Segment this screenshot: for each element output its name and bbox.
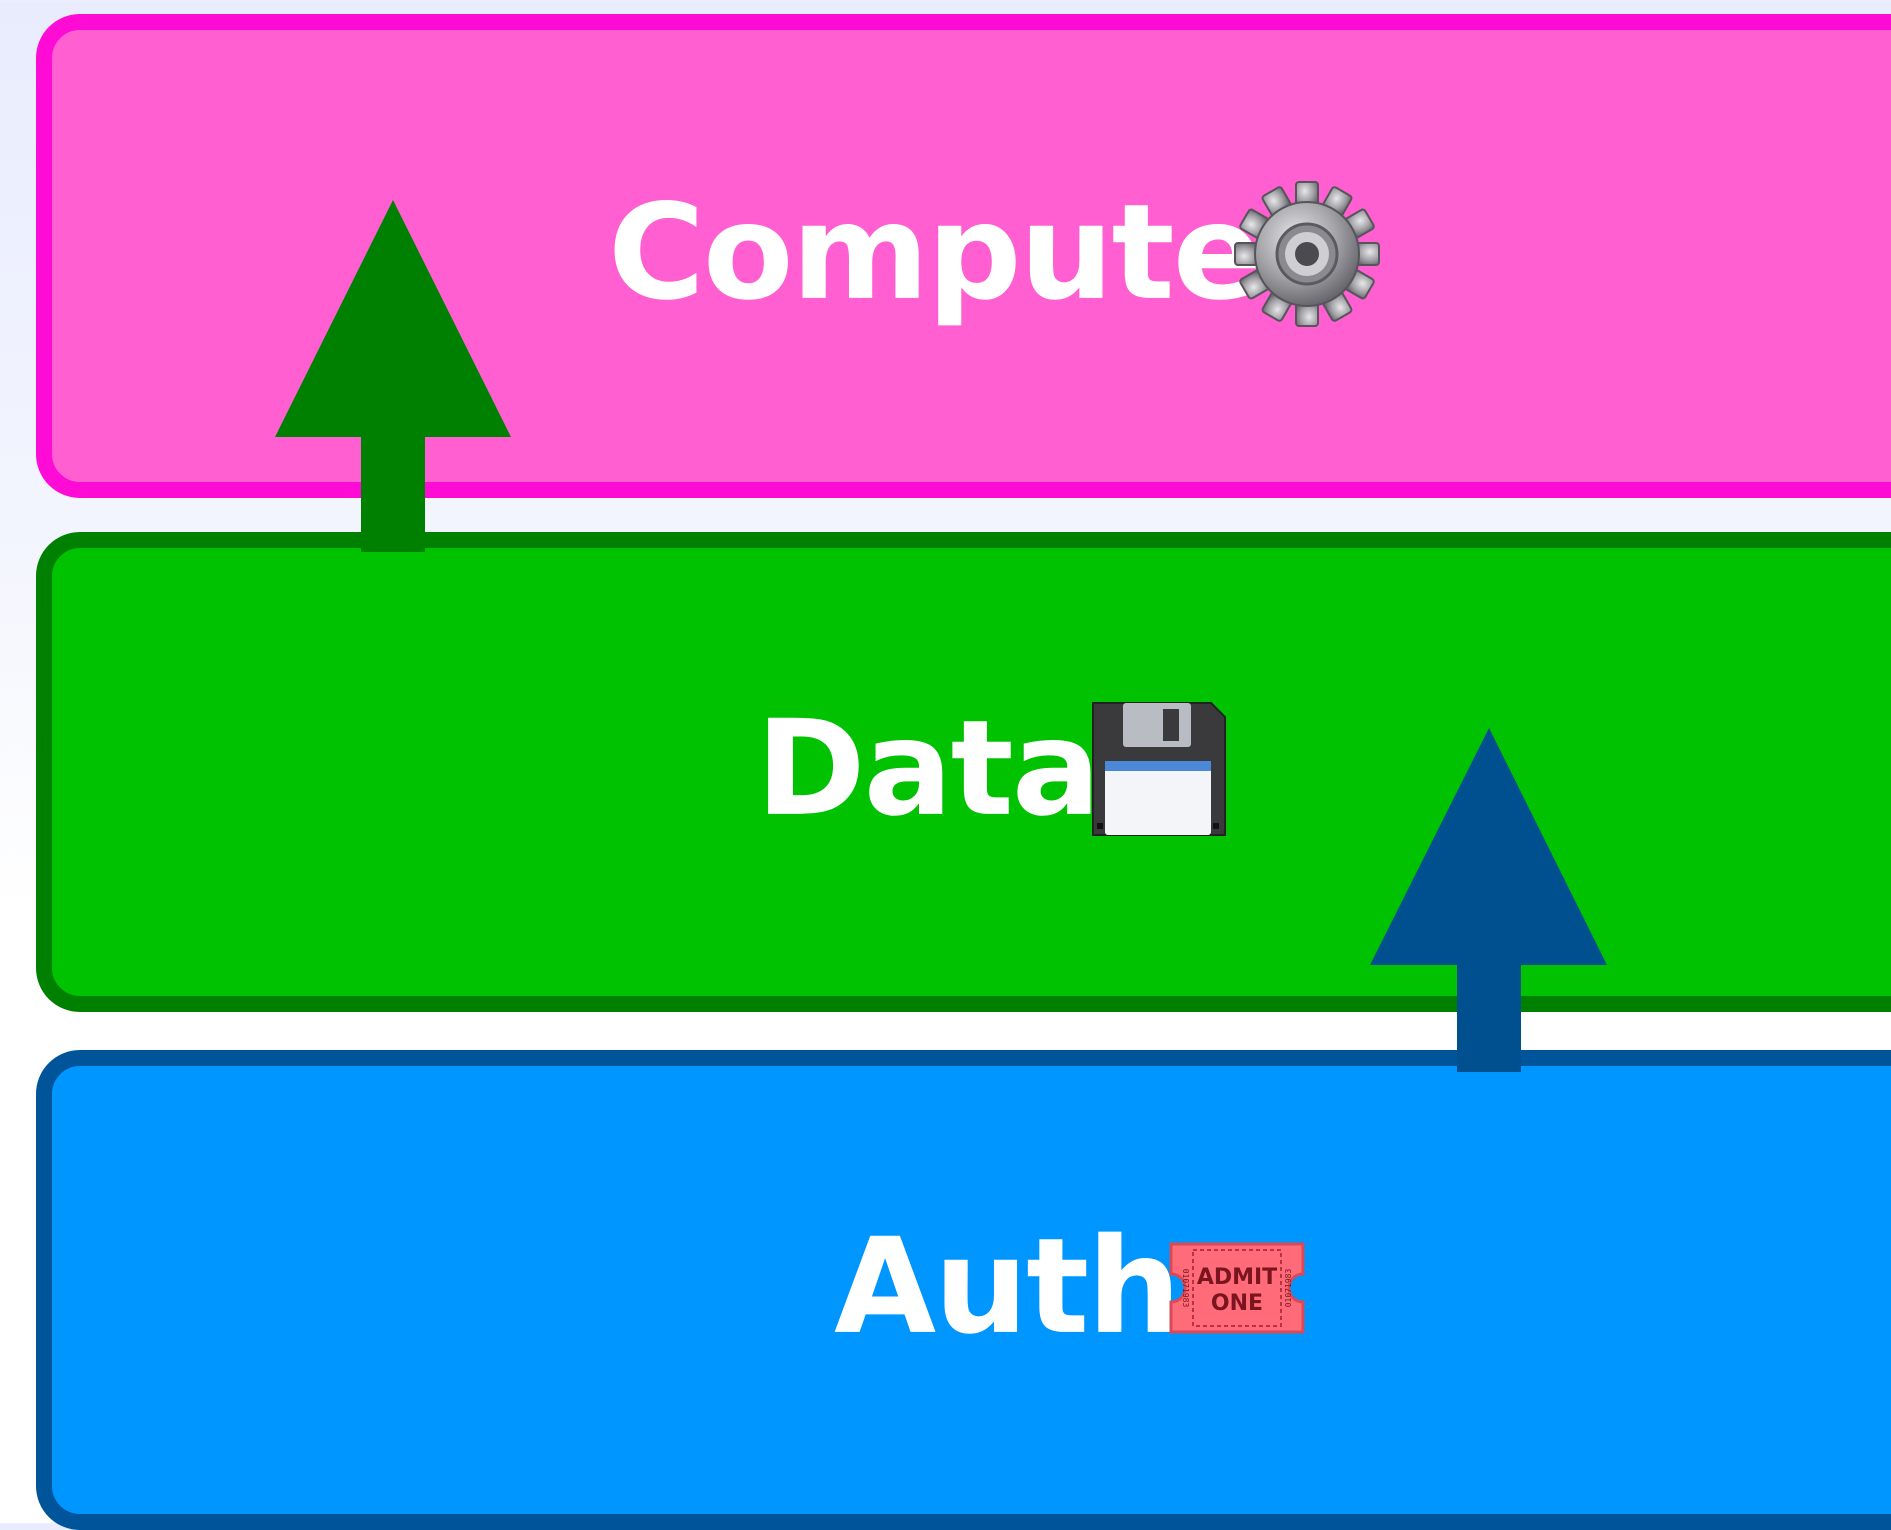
compute-layer: Compute — [36, 14, 1891, 498]
auth-layer: Auth ADMIT ONE 01071983 01071983 — [36, 1050, 1891, 1530]
gear-icon — [1232, 179, 1382, 333]
ticket-text-admit: ADMIT — [1197, 1265, 1277, 1290]
ticket-serial-left: 01071983 — [1181, 1269, 1190, 1308]
auth-label: Auth — [834, 1209, 1181, 1364]
data-layer: Data — [36, 532, 1891, 1012]
floppy-disk-icon — [1087, 699, 1229, 845]
data-label: Data — [756, 691, 1101, 846]
compute-label: Compute — [608, 175, 1262, 330]
admit-one-ticket-icon: ADMIT ONE 01071983 01071983 — [1167, 1240, 1307, 1340]
ticket-text-one: ONE — [1211, 1291, 1263, 1316]
ticket-serial-right: 01071983 — [1284, 1269, 1293, 1308]
